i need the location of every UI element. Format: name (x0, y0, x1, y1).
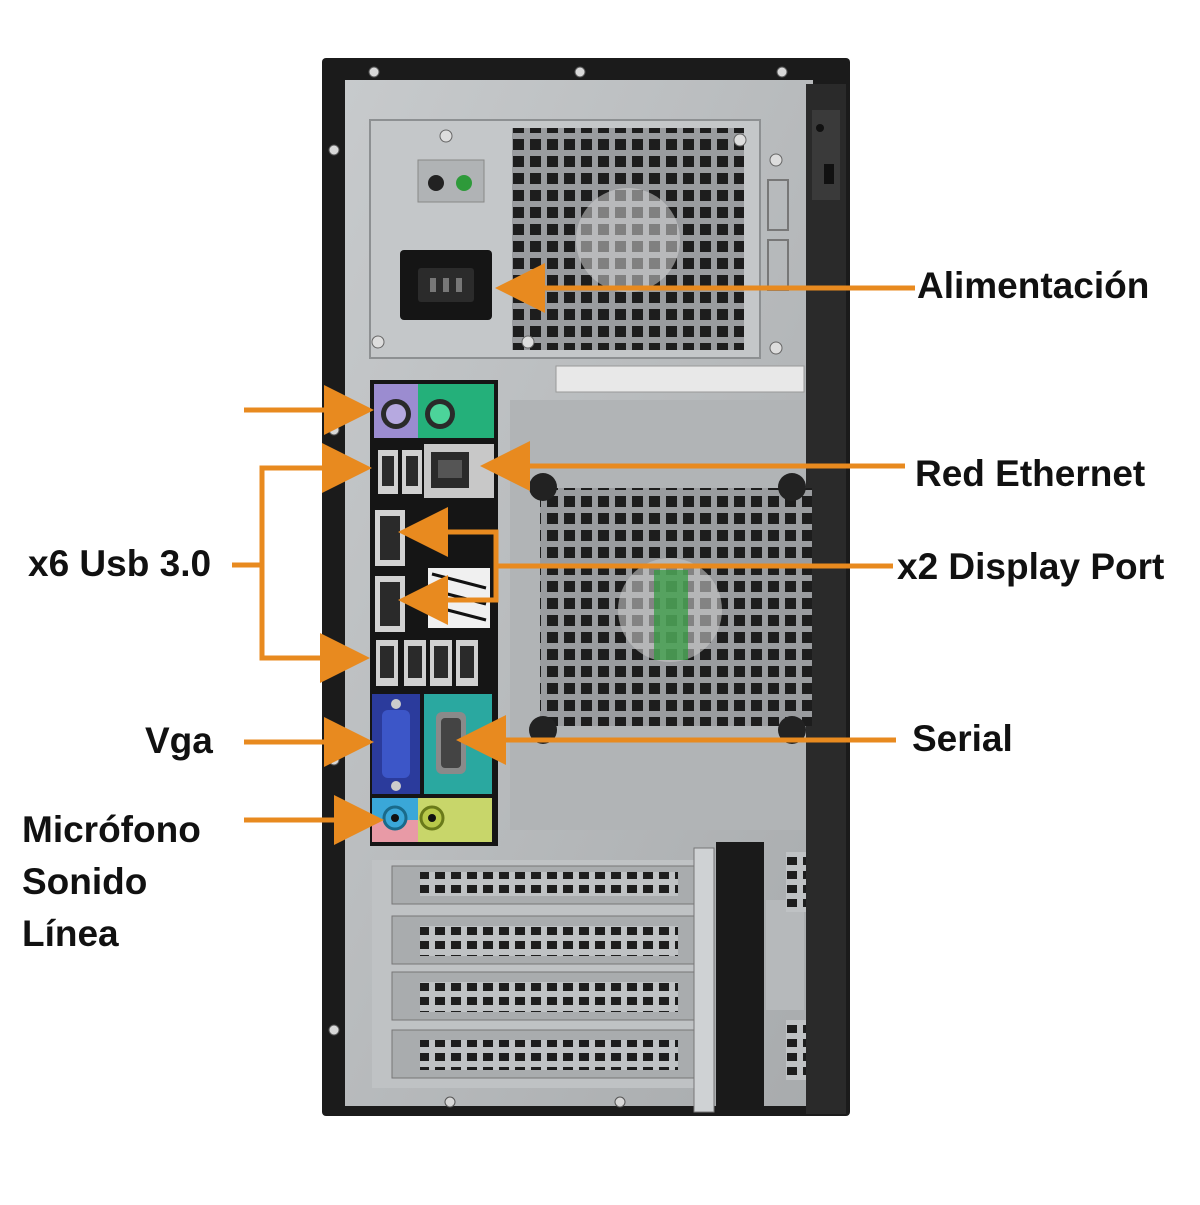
io-panel (370, 380, 498, 846)
expansion-slots (372, 842, 806, 1113)
label-serial: Serial (912, 718, 1013, 759)
label-audio-line: Línea (22, 913, 119, 954)
label-power: Alimentación (917, 265, 1150, 306)
label-displayport: x2 Display Port (897, 546, 1165, 587)
case-fan (510, 400, 812, 830)
label-audio-sound: Sonido (22, 861, 148, 902)
label-vga: Vga (145, 720, 213, 761)
label-audio-mic: Micrófono (22, 809, 201, 850)
service-tag-sticker (555, 365, 805, 393)
usb-ports-top (378, 450, 422, 494)
psu-switch-panel (417, 159, 485, 203)
power-supply (369, 119, 783, 359)
callout-arrows (232, 263, 915, 845)
label-audio: Micrófono Sonido Línea (22, 804, 201, 960)
label-ethernet: Red Ethernet (915, 453, 1146, 494)
label-usb: x6 Usb 3.0 (28, 543, 212, 584)
